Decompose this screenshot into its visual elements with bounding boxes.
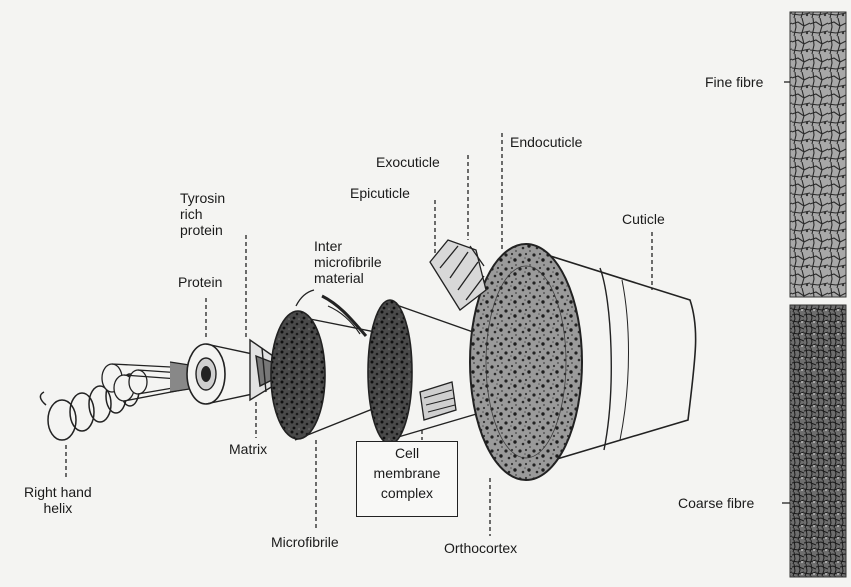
label-tyrosin-rich-protein: Tyrosin rich protein — [180, 190, 225, 238]
label-fine-fibre: Fine fibre — [705, 74, 763, 90]
label-exocuticle: Exocuticle — [376, 154, 440, 170]
label-endocuticle: Endocuticle — [510, 134, 582, 150]
label-matrix: Matrix — [229, 441, 267, 457]
fine-fibre-image — [790, 12, 846, 297]
label-microfibrile: Microfibrile — [271, 534, 339, 550]
label-cell-line2: membrane — [357, 462, 457, 482]
label-tyrosin-line2: rich — [180, 206, 225, 222]
inter-micro-leader — [296, 290, 314, 306]
protofibril-bundle — [102, 362, 196, 401]
label-orthocortex: Orthocortex — [444, 540, 517, 556]
label-cell-line3: complex — [357, 482, 457, 502]
cortex-cylinder — [470, 244, 696, 480]
label-inter-line1: Inter — [314, 238, 382, 254]
label-inter-line2: microfibrile — [314, 254, 382, 270]
label-right-hand-helix-line2: helix — [24, 500, 92, 516]
cell-membrane-complex-box: Cell membrane complex — [356, 441, 458, 517]
label-inter-line3: material — [314, 270, 382, 286]
coarse-fibre-image — [790, 305, 846, 577]
label-inter-microfibrile-material: Inter microfibrile material — [314, 238, 382, 286]
label-right-hand-helix-line1: Right hand — [24, 484, 92, 500]
label-right-hand-helix: Right hand helix — [24, 484, 92, 516]
microfibrile-disc — [271, 296, 375, 440]
label-tyrosin-line1: Tyrosin — [180, 190, 225, 206]
label-tyrosin-line3: protein — [180, 222, 225, 238]
label-epicuticle: Epicuticle — [350, 185, 410, 201]
label-cuticle: Cuticle — [622, 211, 665, 227]
label-coarse-fibre: Coarse fibre — [678, 495, 754, 511]
label-cell-line1: Cell — [357, 442, 457, 462]
label-protein: Protein — [178, 274, 222, 290]
